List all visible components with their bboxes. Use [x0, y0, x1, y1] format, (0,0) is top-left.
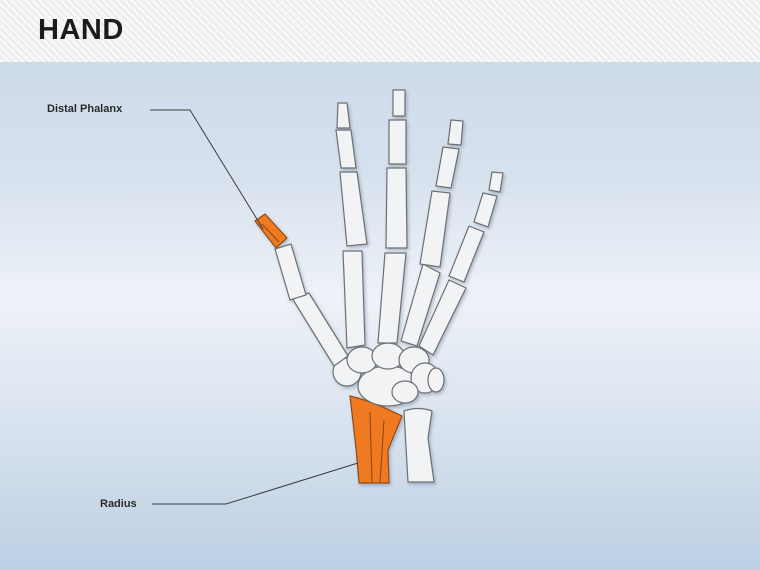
- metacarpal-bone: [291, 292, 349, 367]
- distal-phalanx-bone: [488, 171, 504, 193]
- middle-phalanx-bone: [388, 119, 407, 165]
- title-bar: HAND: [0, 0, 760, 63]
- radius-label: Radius: [100, 498, 137, 510]
- carpal-bone: [391, 380, 419, 404]
- middle-phalanx-bone: [335, 129, 357, 169]
- carpal-bone: [427, 367, 445, 393]
- radius-bone: [349, 395, 403, 484]
- distal-phalanx-leader-line: [150, 109, 264, 230]
- ulna-bone: [403, 407, 435, 483]
- metacarpal-bone: [418, 279, 467, 356]
- proximal-phalanx-bone: [419, 190, 451, 268]
- distal-phalanx-ridge: [261, 223, 280, 243]
- middle-phalanx-bone: [435, 146, 460, 189]
- distal-phalanx-bone: [336, 102, 351, 129]
- radius-ridge: [379, 419, 385, 483]
- distal-phalanx-bone: [392, 89, 406, 117]
- middle-phalanx-bone: [473, 192, 498, 228]
- metacarpal-bone: [342, 250, 366, 349]
- proximal-phalanx-bone: [385, 167, 408, 249]
- proximal-phalanx-bone: [274, 243, 307, 301]
- proximal-phalanx-bone: [339, 171, 368, 247]
- radius-ridge: [369, 411, 373, 483]
- slide-title: HAND: [38, 14, 124, 46]
- thumb-distal-phalanx-bone: [254, 213, 288, 249]
- radius-leader-line: [152, 462, 359, 505]
- metacarpal-bone: [377, 252, 407, 344]
- proximal-phalanx-bone: [448, 225, 485, 283]
- distal-phalanx-bone: [447, 119, 464, 146]
- metacarpal-bone: [400, 263, 441, 347]
- distal-phalanx-label: Distal Phalanx: [47, 103, 123, 115]
